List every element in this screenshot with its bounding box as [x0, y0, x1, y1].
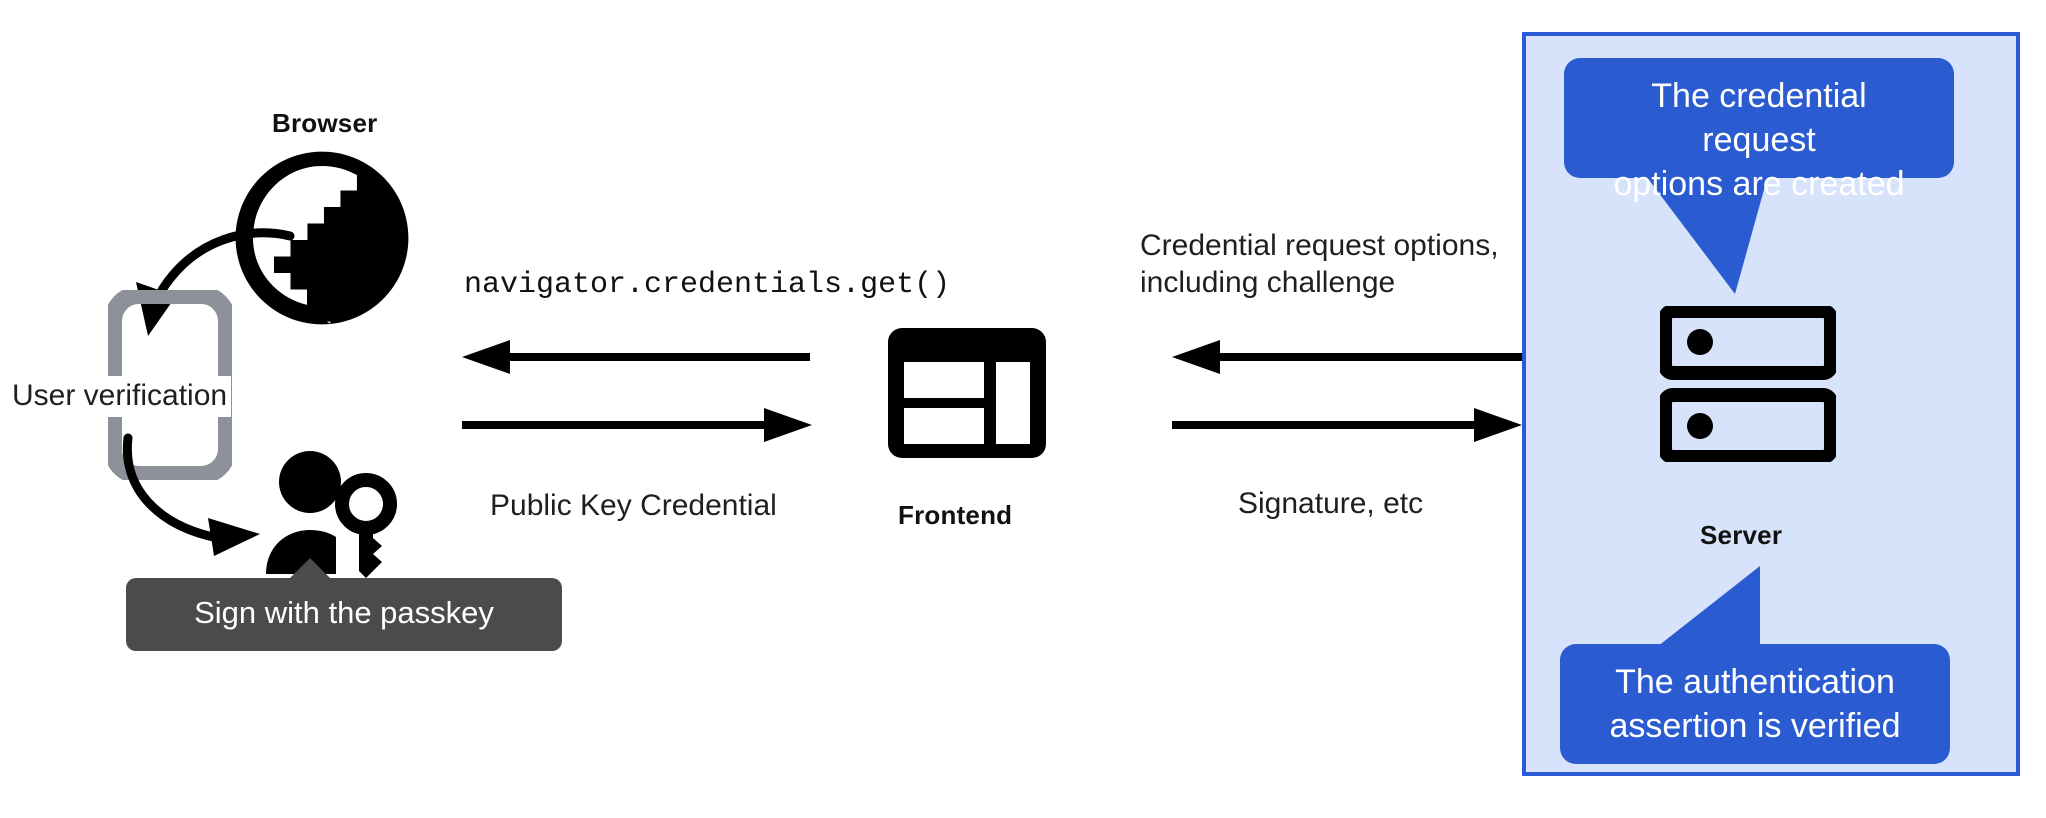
server-racks-icon: [1658, 304, 1838, 464]
credential-options-arrow-left: [1172, 340, 1522, 374]
frontend-label: Frontend: [898, 500, 1013, 530]
sign-passkey-tooltip-group: Sign with the passkey: [126, 558, 562, 670]
navigator-credentials-get-label: navigator.credentials.get(): [464, 268, 951, 302]
sign-passkey-tooltip: Sign with the passkey: [126, 578, 562, 651]
public-key-credential-arrow-right: [462, 408, 812, 442]
public-key-credential-label: Public Key Credential: [490, 489, 777, 522]
web-layout-icon: [888, 328, 1046, 458]
signature-etc-label: Signature, etc: [1238, 487, 1424, 520]
credentials-get-arrow-left: [462, 340, 810, 374]
callout-credential-options-created: The credential request options are creat…: [1564, 58, 1954, 203]
device-to-user-arrow: [122, 433, 260, 556]
callout-assertion-verified: The authentication assertion is verified: [1560, 644, 1950, 764]
callout-top-tail: [1640, 168, 1770, 294]
signature-arrow-right: [1172, 408, 1522, 442]
credential-request-options-label: Credential request options, including ch…: [1140, 229, 1499, 299]
globe-icon-detail: [232, 148, 412, 328]
browser-label: Browser: [272, 108, 378, 138]
server-label: Server: [1700, 520, 1783, 550]
user-verification-label: User verification: [8, 376, 232, 417]
